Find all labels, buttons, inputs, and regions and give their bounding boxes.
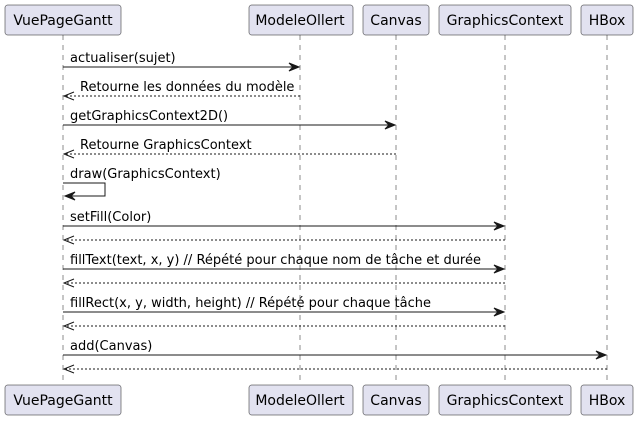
participant-label: HBox: [589, 13, 626, 29]
arrowhead: [493, 307, 506, 317]
message-label: add(Canvas): [70, 339, 152, 354]
participant-box: [362, 384, 430, 416]
participant-label: HBox: [589, 393, 626, 409]
message-label: fillText(text, x, y) // Répété pour chaq…: [70, 253, 481, 268]
participant-box: [248, 4, 354, 36]
participant-label: GraphicsContext: [447, 13, 564, 29]
participant-hbox-bottom[interactable]: HBox: [580, 384, 634, 416]
message-8: fillText(text, x, y) // Répété pour chaq…: [63, 253, 506, 274]
arrowhead: [62, 91, 75, 101]
message-3: getGraphicsContext2D(): [63, 109, 397, 130]
participant-modele-bottom[interactable]: ModeleOllert: [248, 384, 354, 416]
participants-bottom: VuePageGantt ModeleOllert Canvas GraphicsCo…: [4, 384, 634, 416]
participant-label: Canvas: [370, 393, 421, 409]
participant-label: ModeleOllert: [255, 393, 345, 409]
message-label: Retourne les données du modèle: [80, 80, 294, 95]
participant-modele-top[interactable]: ModeleOllert: [248, 4, 354, 36]
arrowhead: [288, 62, 301, 72]
participant-canvas-bottom[interactable]: Canvas: [362, 384, 430, 416]
arrowhead: [595, 350, 608, 360]
lifelines: [62, 35, 608, 385]
participant-label: GraphicsContext: [447, 393, 564, 409]
message-label: actualiser(sujet): [70, 51, 176, 66]
arrowhead: [384, 120, 397, 130]
participant-label: ModeleOllert: [255, 13, 345, 29]
participant-label: VuePageGantt: [13, 393, 113, 409]
participant-gc-bottom[interactable]: GraphicsContext: [438, 384, 572, 416]
participant-box: [4, 384, 122, 416]
participants-top: VuePageGantt ModeleOllert Canvas GraphicsCo…: [4, 4, 634, 36]
message-12: add(Canvas): [63, 339, 608, 360]
message-4: Retourne GraphicsContext: [62, 138, 396, 159]
arrowhead: [62, 278, 75, 288]
participant-box: [438, 4, 572, 36]
participant-label: Canvas: [370, 13, 421, 29]
arrowhead: [62, 235, 75, 245]
participant-hbox-top[interactable]: HBox: [580, 4, 634, 36]
message-1: actualiser(sujet): [63, 51, 301, 72]
message-6: setFill(Color): [63, 210, 506, 231]
participant-box: [248, 384, 354, 416]
participant-gc-top[interactable]: GraphicsContext: [438, 4, 572, 36]
message-label: draw(GraphicsContext): [70, 167, 221, 182]
arrowhead: [62, 321, 75, 331]
message-label: Retourne GraphicsContext: [80, 138, 252, 153]
participant-vue-bottom[interactable]: VuePageGantt: [4, 384, 122, 416]
message-label: fillRect(x, y, width, height) // Répété …: [70, 296, 431, 311]
arrowhead: [493, 221, 506, 231]
message-2: Retourne les données du modèle: [62, 80, 300, 101]
participant-box: [438, 384, 572, 416]
arrowhead: [493, 264, 506, 274]
message-5: draw(GraphicsContext): [63, 167, 221, 201]
message-11: [62, 321, 505, 331]
participant-canvas-top[interactable]: Canvas: [362, 4, 430, 36]
participant-box: [362, 4, 430, 36]
message-13: [62, 364, 607, 374]
arrowhead: [62, 149, 75, 159]
message-10: fillRect(x, y, width, height) // Répété …: [63, 296, 506, 317]
message-line: [63, 182, 106, 197]
messages: actualiser(sujet) Retourne les données du…: [62, 51, 608, 374]
arrowhead: [63, 191, 76, 201]
message-9: [62, 278, 505, 288]
participant-box: [580, 4, 634, 36]
message-7: [62, 235, 505, 245]
participant-label: VuePageGantt: [13, 13, 113, 29]
arrowhead: [62, 364, 75, 374]
participant-box: [580, 384, 634, 416]
message-label: setFill(Color): [70, 210, 151, 225]
participant-box: [4, 4, 122, 36]
message-label: getGraphicsContext2D(): [70, 109, 228, 124]
participant-vue-top[interactable]: VuePageGantt: [4, 4, 122, 36]
